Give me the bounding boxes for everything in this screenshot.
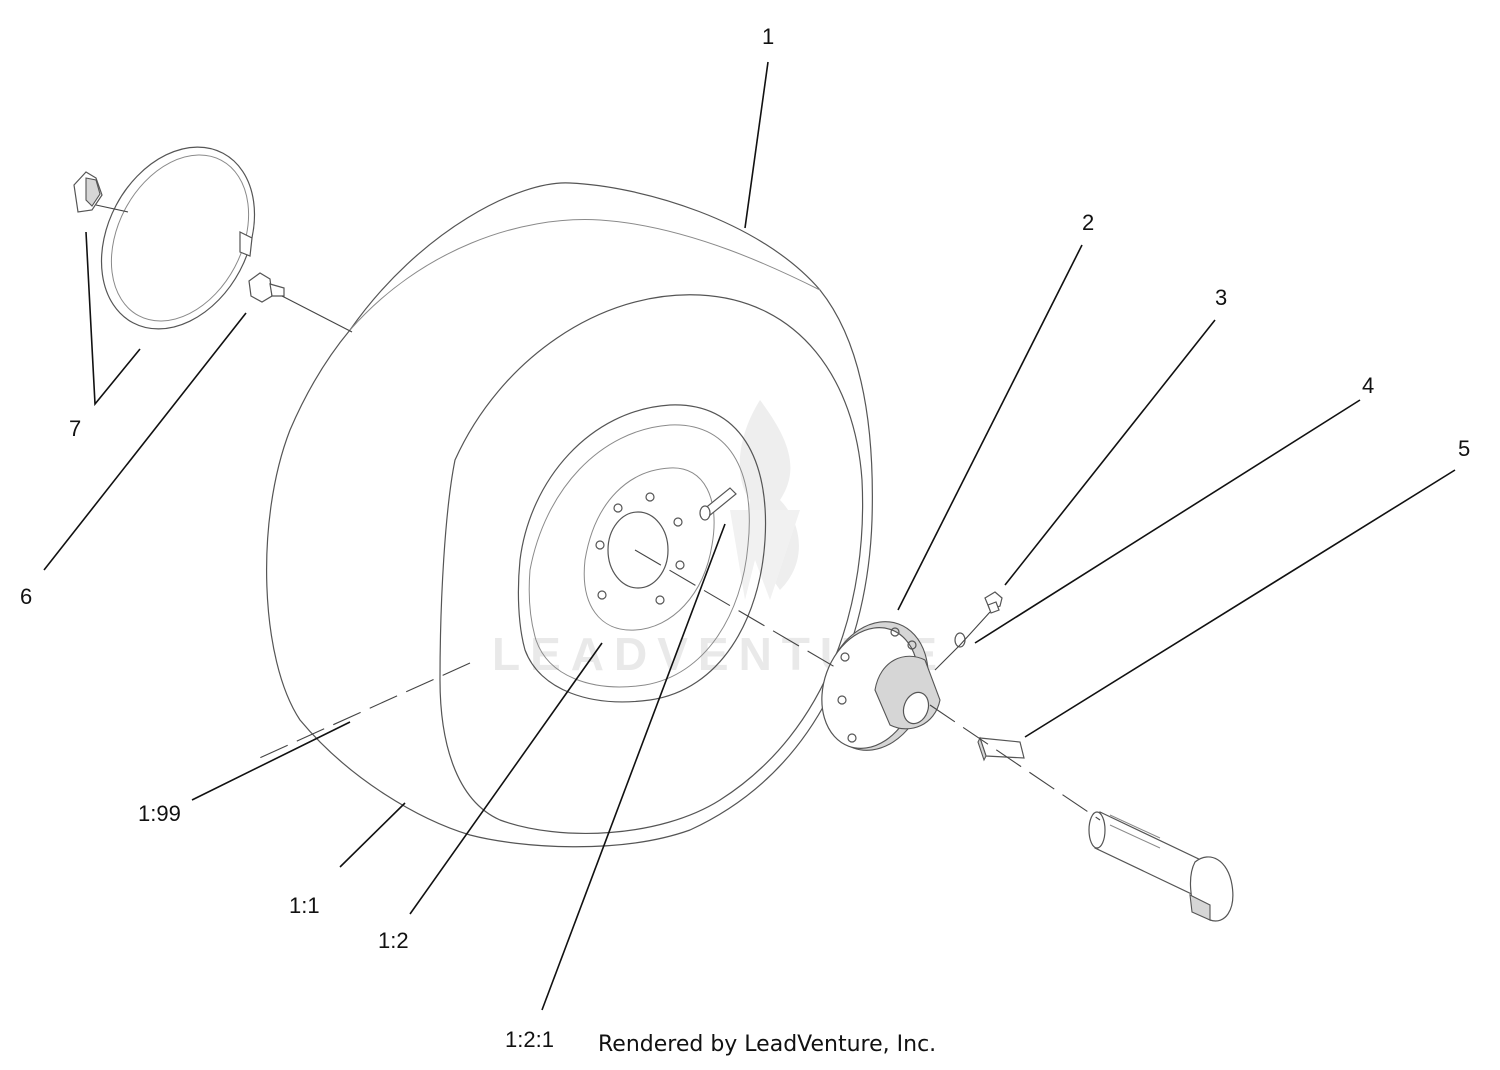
callout-1-99: 1:99 (138, 801, 181, 826)
callout-1-1: 1:1 (289, 893, 320, 918)
rim-flange (528, 424, 750, 688)
tire (265, 182, 873, 848)
set-screw-shank (987, 601, 1000, 614)
leader-2 (897, 244, 1083, 611)
leader-5 (1024, 469, 1456, 738)
leader-7 (85, 231, 141, 407)
leader-1-2 (409, 642, 603, 915)
hub-bolt-hole (837, 695, 847, 705)
hub-bore (902, 691, 930, 725)
rim-inner-ring (583, 467, 715, 631)
rim-bolt-hole (655, 595, 665, 605)
axis-hub-to-shaft (929, 704, 1101, 821)
watermark-w-icon (730, 510, 800, 600)
leader-4 (974, 399, 1361, 644)
shaft-key (977, 736, 1025, 762)
hub-cap-ring-inner (110, 154, 250, 322)
axle-shaft-body (1094, 811, 1206, 899)
rim-bolt-hole (595, 540, 605, 550)
callout-4: 4 (1362, 373, 1374, 398)
hub-cap-clip-shade (85, 177, 101, 207)
valve-stem-cap (699, 505, 711, 521)
hub-bolt-hole (907, 640, 917, 650)
axle-shaft (1088, 811, 1234, 922)
tire-back-outline (265, 182, 873, 848)
hub-cap-tab (239, 231, 253, 257)
lug-bolt (248, 272, 285, 303)
axle-shaft-cap-shade (1189, 894, 1211, 921)
rim-bolt-hole (613, 503, 623, 513)
callout-6: 6 (20, 584, 32, 609)
leader-6 (43, 312, 247, 571)
axis-tire-bottom (254, 662, 471, 761)
axis-screw-to-hub (934, 611, 991, 671)
lug-bolt-thread (269, 283, 285, 297)
wheel-hub (821, 621, 941, 751)
shaft-key-side (977, 736, 987, 762)
axis-bolt-to-tire (281, 295, 353, 333)
assembly-axes (95, 204, 1101, 821)
callout-2: 2 (1082, 210, 1094, 235)
leader-1-99 (191, 721, 351, 801)
shaft-key-body (979, 737, 1025, 759)
hub-bolt-hole (847, 733, 857, 743)
hub-bolt-hole (840, 652, 850, 662)
tire-front-sidewall (439, 294, 864, 834)
leader-1-1 (339, 802, 406, 868)
rim-outer (517, 404, 767, 703)
hub-bolt-hole (890, 627, 900, 637)
leader-1-2-1 (541, 523, 726, 1011)
rendered-by-credit: Rendered by LeadVenture, Inc. (598, 1032, 937, 1057)
callout-1-2: 1:2 (378, 928, 409, 953)
rim-bolt-hole (597, 590, 607, 600)
lug-bolt-head (248, 272, 273, 303)
callout-7: 7 (69, 416, 81, 441)
rim-bolt-hole (673, 517, 683, 527)
callout-3: 3 (1215, 285, 1227, 310)
callout-1: 1 (762, 24, 774, 49)
leader-1 (744, 61, 769, 229)
rim-center-hole (607, 511, 669, 589)
axis-cap-to-clip (95, 204, 129, 213)
hub-cap-ring-outer (100, 146, 256, 330)
callout-labels: 1 2 3 4 5 6 7 1:99 1:1 1:2 1:2:1 (20, 24, 1470, 1052)
tire-tread-line (349, 219, 821, 331)
set-screw (984, 591, 1003, 614)
axle-shaft-end (1088, 811, 1106, 849)
leader-3 (1004, 319, 1216, 586)
wheel-rim (517, 404, 767, 703)
rim-bolt-hole (675, 560, 685, 570)
hub-cap (73, 146, 256, 330)
callout-5: 5 (1458, 436, 1470, 461)
callout-1-2-1: 1:2:1 (505, 1027, 554, 1052)
axle-shaft-spline (1109, 814, 1161, 849)
rim-bolt-hole (645, 492, 655, 502)
leader-lines (43, 61, 1456, 1011)
